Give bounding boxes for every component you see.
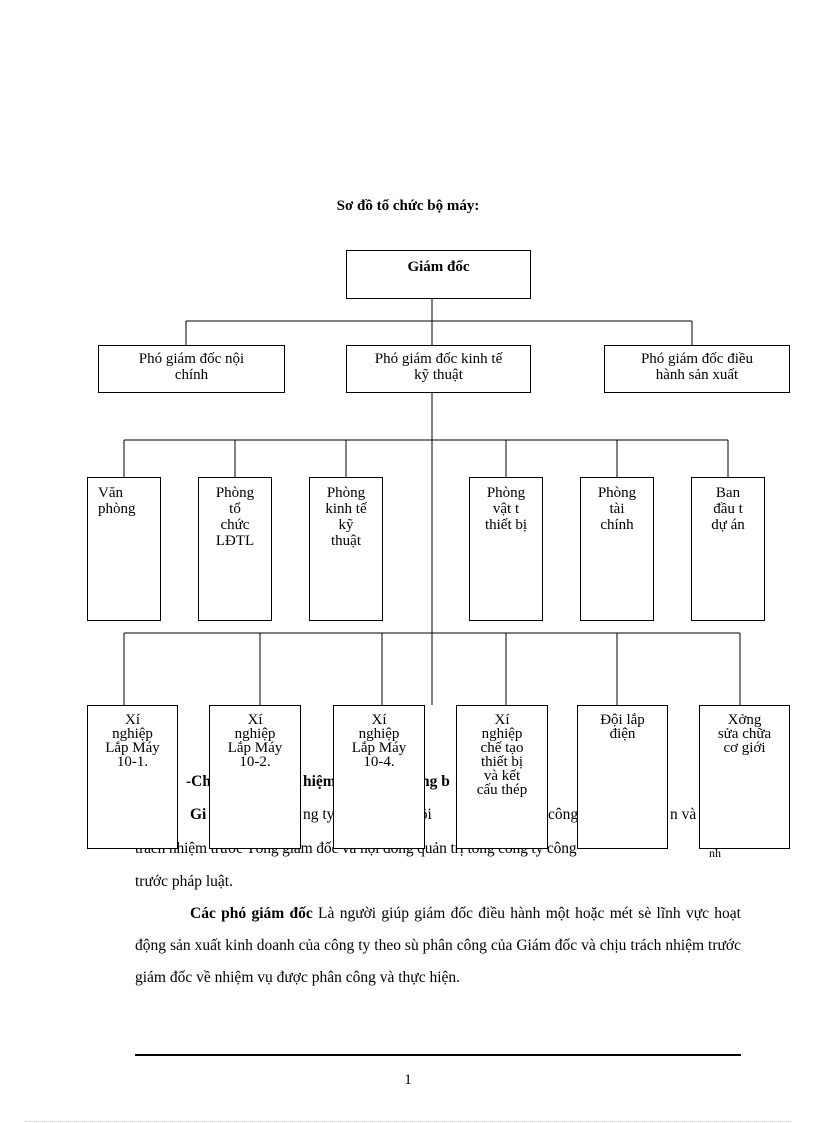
dept-box-investment: Ban đầu t dự án <box>691 477 765 621</box>
text-fragment: công <box>548 806 579 823</box>
unit-label: Xí nghiệp chế tạo thiết bị và kết cấu th… <box>476 712 528 798</box>
text-fragment: n và <box>670 806 697 823</box>
dept-box-materials: Phòng vật t thiết bị <box>469 477 543 621</box>
unit-label: Xí nghiệp Lắp Máy 10-1. <box>105 712 160 770</box>
dept-label: Ban đầu t dự án <box>711 485 745 533</box>
heading-fragment: ng b <box>421 773 450 790</box>
dept-label: Phòng kinh tế kỹ thuật <box>325 485 367 549</box>
footer-rule <box>135 1054 741 1056</box>
deputy-label: Phó giám đốc kinh tế kỹ thuật <box>374 351 503 383</box>
page-title: Sơ đồ tổ chức bộ máy: <box>336 198 480 214</box>
unit-label: Xí nghiệp Lắp Máy 10-4. <box>351 712 407 770</box>
dept-box-personnel: Phòng tổ chức LĐTL <box>198 477 272 621</box>
dept-label: Văn phòng <box>98 485 136 517</box>
dept-label: Phòng vật t thiết bị <box>484 485 528 533</box>
dept-box-economics: Phòng kinh tế kỹ thuật <box>309 477 383 621</box>
director-box: Giám đốc <box>346 250 531 299</box>
heading-fragment: hiệm <box>303 773 336 790</box>
text-fragment: ng ty <box>303 806 335 823</box>
text-fragment: nh <box>709 846 721 860</box>
unit-label: Xí nghiệp Lắp Máy 10-2. <box>227 712 283 770</box>
paragraph-deputies-body: Là người giúp giám đốc điều hành một hoặ… <box>135 905 741 986</box>
dept-box-office: Văn phòng <box>87 477 161 621</box>
deputy-box-production: Phó giám đốc điều hành sản xuất <box>604 345 790 393</box>
unit-label: Đội lắp điện <box>600 712 645 742</box>
dept-label: Phòng tổ chức LĐTL <box>215 485 255 549</box>
deputy-label: Phó giám đốc nội chính <box>138 351 245 383</box>
page-edge-divider <box>25 1121 791 1122</box>
deputy-box-internal: Phó giám đốc nội chính <box>98 345 285 393</box>
director-label: Giám đốc <box>407 259 470 275</box>
unit-box-repair-workshop: Xởng sửa chữa cơ giới <box>699 705 790 849</box>
paragraph-deputies: Các phó giám đốc Là người giúp giám đốc … <box>135 898 741 994</box>
dept-label: Phòng tài chính <box>597 485 637 533</box>
paragraph-deputies-heading: Các phó giám đốc <box>190 905 313 922</box>
unit-label: Xởng sửa chữa cơ giới <box>717 712 772 756</box>
unit-box-10-2: Xí nghiệp Lắp Máy 10-2. <box>209 705 301 849</box>
unit-box-electrical-team: Đội lắp điện <box>577 705 668 849</box>
unit-box-fabrication: Xí nghiệp chế tạo thiết bị và kết cấu th… <box>456 705 548 849</box>
unit-box-10-1: Xí nghiệp Lắp Máy 10-1. <box>87 705 178 849</box>
page-number: 1 <box>404 1072 412 1088</box>
dept-box-finance: Phòng tài chính <box>580 477 654 621</box>
paragraph-end-line: trước pháp luật. <box>135 873 233 890</box>
deputy-label: Phó giám đốc điều hành sản xuất <box>640 351 754 383</box>
heading-fragment: -Ch <box>186 773 211 790</box>
unit-box-10-4: Xí nghiệp Lắp Máy 10-4. <box>333 705 425 849</box>
deputy-box-technical: Phó giám đốc kinh tế kỹ thuật <box>346 345 531 393</box>
text-fragment: Gi <box>190 806 207 823</box>
